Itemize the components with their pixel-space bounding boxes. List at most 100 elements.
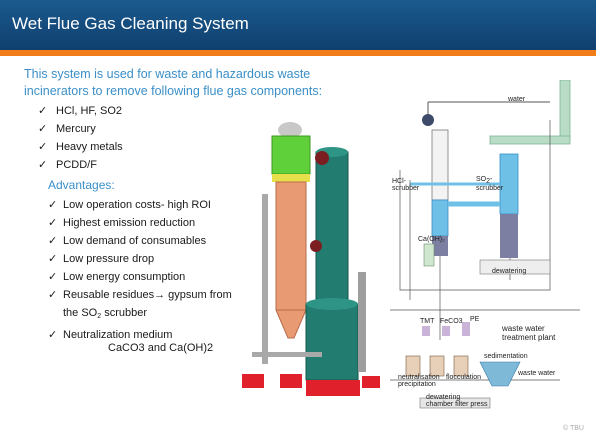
check-icon: ✓ [48, 271, 58, 283]
green-unit [271, 135, 311, 175]
tmt-label: TMT [420, 318, 435, 325]
tank-3 [453, 355, 469, 377]
advantage-label: Reusable residues→ gypsum from [63, 289, 232, 301]
pipe-lines [390, 120, 580, 381]
dewatering-label: dewatering [492, 268, 527, 275]
red-base-3 [306, 380, 360, 396]
orange-divider [0, 50, 596, 56]
hcl-scrubber-top [431, 129, 449, 201]
list-item-continuation: the SO2 scrubber [48, 304, 232, 326]
red-flange-2 [310, 240, 322, 252]
neutralisation-line-1: neutralisation [398, 374, 440, 381]
red-base-4 [362, 376, 380, 388]
hcl-label-2: scrubber [392, 185, 420, 192]
hcl-scrubber-blue [431, 199, 449, 237]
filter-press [419, 397, 491, 409]
advantage-label: Low pressure drop [63, 253, 155, 265]
advantages-list: ✓Low operation costs- high ROI ✓ Highest … [48, 196, 232, 344]
caoh2-tank [423, 243, 435, 267]
yellow-ring [272, 174, 310, 182]
check-icon: ✓ [48, 289, 58, 301]
hcl-scrubber-label: HCl-scrubber [392, 178, 419, 192]
list-item: ✓ HCl, HF, SO2 [38, 102, 123, 120]
flocculation-label: flocculation [446, 374, 482, 381]
check-icon: ✓ [48, 199, 58, 211]
so2-prefix: the SO [63, 307, 98, 319]
tank-1 [405, 355, 421, 377]
red-flange-1 [315, 151, 329, 165]
advantages-title: Advantages: [48, 178, 115, 192]
so2-subscript: 2 [97, 313, 102, 320]
salmon-column [275, 181, 307, 311]
check-icon: ✓ [38, 159, 48, 171]
check-icon: ✓ [38, 141, 48, 153]
pump-icon [422, 114, 434, 126]
advantage-label: Low energy consumption [63, 271, 186, 283]
salmon-cone [275, 309, 307, 339]
check-icon: ✓ [48, 253, 58, 265]
dosing-2 [442, 326, 450, 336]
side-pipe [358, 272, 366, 372]
list-item: ✓ Highest emission reduction [48, 214, 232, 232]
neutralization-media: CaCO3 and Ca(OH)2 [108, 342, 214, 354]
teal-shoulder [306, 298, 358, 310]
intro-text: This system is used for waste and hazard… [24, 67, 323, 98]
caoh2-label: Ca(OH)₂ [418, 236, 445, 243]
check-icon: ✓ [48, 329, 58, 341]
red-base-2 [280, 374, 302, 388]
list-item: ✓ Low pressure drop [48, 250, 232, 268]
teal-upper [315, 151, 349, 305]
components-list: ✓ HCl, HF, SO2 ✓ Mercury ✓ Heavy metals ✓ PC… [38, 102, 123, 174]
list-item: ✓ Low energy consumption [48, 268, 232, 286]
check-icon: ✓ [38, 123, 48, 135]
so2-suffix: scrubber [101, 307, 148, 319]
advantage-label: Low demand of consumables [63, 235, 207, 247]
check-icon: ✓ [48, 235, 58, 247]
sedimentation-label: sedimentation [484, 353, 528, 360]
so2-scrubber-sub: 2 [486, 178, 491, 185]
dosing-3 [462, 322, 470, 336]
so2-scrubber-suffix: - [490, 176, 493, 183]
page-title: Wet Flue Gas Cleaning System [12, 14, 249, 33]
so2-scrubber-label: SO2- scrubber [476, 176, 503, 192]
list-item: ✓ Neutralization medium [48, 326, 232, 344]
copyright: © TBU [563, 425, 584, 432]
pe-label: PE [470, 316, 480, 323]
green-stack [559, 80, 571, 141]
component-label: HCl, HF, SO2 [56, 105, 123, 117]
advantage-label: Highest emission reduction [63, 217, 196, 229]
component-label: PCDD/F [56, 159, 97, 171]
list-item: ✓ Heavy metals [38, 138, 123, 156]
hcl-label-1: HCl- [392, 178, 406, 185]
dosing-1 [422, 326, 430, 336]
advantage-label: Neutralization medium [63, 329, 173, 341]
pipe-left [262, 194, 268, 364]
list-item: ✓ Reusable residues→ gypsum from [48, 286, 232, 304]
hcl-scrubber-base [432, 236, 448, 256]
wwtp-line-2: treatment plant [502, 333, 556, 342]
dewatering-press-line-2: chamber filter press [426, 401, 488, 408]
wwtp-line-1: waste water [502, 324, 545, 333]
so2-scrubber-prefix: SO [476, 176, 487, 183]
water-label: water [508, 96, 526, 103]
green-duct [489, 135, 571, 145]
dewatering-press-line-1: dewatering [426, 394, 461, 401]
so2-scrubber-word: scrubber [476, 185, 504, 192]
waste-water-label: waste water [518, 370, 556, 377]
list-item: ✓ Mercury [38, 120, 123, 138]
sedimentation-tank [479, 361, 521, 387]
component-label: Heavy metals [56, 141, 123, 153]
pipe-horizontal [252, 352, 322, 357]
neutralisation-line-2: precipitation [398, 381, 436, 388]
scrubber-illustration [232, 104, 392, 410]
list-item: ✓ Low demand of consumables [48, 232, 232, 250]
check-icon: ✓ [48, 217, 58, 229]
dewatering-box [479, 259, 551, 275]
component-label: Mercury [56, 123, 96, 135]
tank-2 [429, 355, 445, 377]
check-icon: ✓ [38, 105, 48, 117]
list-item: ✓Low operation costs- high ROI [48, 196, 232, 214]
